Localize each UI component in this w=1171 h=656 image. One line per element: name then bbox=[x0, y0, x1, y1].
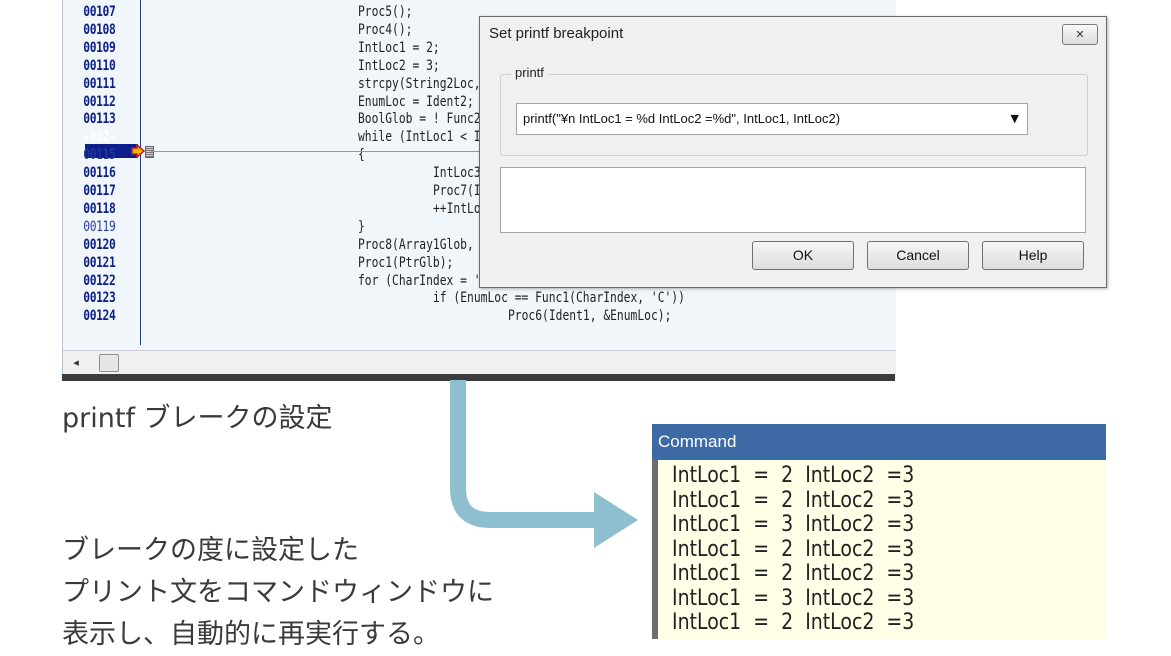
scroll-left-arrow-icon[interactable]: ◂ bbox=[73, 356, 79, 369]
code-text[interactable]: Proc6(Ident1, &EnumLoc); bbox=[507, 308, 672, 325]
line-number[interactable]: 00122 bbox=[83, 272, 116, 289]
line-number[interactable]: 00115 bbox=[83, 147, 116, 164]
code-line[interactable]: 00107 Proc5(); bbox=[63, 4, 713, 21]
code-text[interactable]: IntLoc1 = 2; bbox=[357, 39, 440, 56]
command-window-title: Command bbox=[658, 432, 737, 451]
line-number[interactable]: 00123 bbox=[83, 290, 116, 307]
command-output-line: IntLoc1 = 2 IntLoc2 =3 bbox=[672, 561, 915, 586]
printf-group-label: printf bbox=[511, 65, 548, 80]
printf-format-combobox[interactable]: printf("¥n IntLoc1 = %d IntLoc2 =%d", In… bbox=[516, 103, 1028, 135]
line-number[interactable]: 00117 bbox=[83, 183, 116, 199]
flow-arrow-icon bbox=[450, 380, 638, 548]
description-line: ブレークの度に設定した bbox=[62, 535, 359, 566]
code-text[interactable]: Proc8(Array1Glob, Ar bbox=[357, 236, 495, 253]
gutter-separator bbox=[140, 0, 141, 345]
dialog-title: Set printf breakpoint bbox=[489, 25, 624, 42]
message-area bbox=[500, 167, 1086, 233]
code-text[interactable]: IntLoc2 = 3; bbox=[357, 57, 440, 74]
code-text[interactable]: Proc4(); bbox=[357, 21, 413, 38]
command-output-line: IntLoc1 = 2 IntLoc2 =3 bbox=[672, 463, 915, 488]
line-number[interactable]: -002- bbox=[83, 129, 116, 146]
command-window-border bbox=[652, 460, 658, 639]
code-line[interactable]: 00120 Proc8(Array1Glob, Ar bbox=[63, 237, 713, 254]
execution-arrow-icon bbox=[131, 144, 145, 158]
line-number[interactable]: 00112 bbox=[83, 93, 116, 110]
code-text[interactable]: Proc5(); bbox=[357, 4, 413, 20]
code-line[interactable]: 00124 Proc6(Ident1, &EnumLoc); bbox=[63, 308, 713, 325]
line-number[interactable]: 00107 bbox=[83, 4, 116, 20]
code-line[interactable]: 00111 strcpy(String2Loc, " bbox=[63, 76, 713, 93]
code-text[interactable]: { bbox=[357, 147, 365, 164]
line-number[interactable]: 00124 bbox=[83, 308, 116, 325]
line-number[interactable]: 00108 bbox=[83, 21, 116, 38]
description-caption: ブレークの度に設定した プリント文をコマンドウィンドウに 表示し、自動的に再実行… bbox=[62, 530, 494, 656]
current-line-underline bbox=[151, 151, 546, 152]
line-number[interactable]: 00111 bbox=[83, 75, 116, 92]
close-icon[interactable]: ✕ bbox=[1062, 24, 1098, 45]
breakpoint-marker-icon[interactable] bbox=[145, 146, 154, 158]
ok-button[interactable]: OK bbox=[752, 241, 854, 270]
command-output-line: IntLoc1 = 3 IntLoc2 =3 bbox=[672, 585, 915, 611]
code-line[interactable]: 00115 { bbox=[63, 147, 713, 164]
line-number[interactable]: 00109 bbox=[83, 39, 116, 56]
current-line-number-highlight bbox=[85, 144, 138, 158]
code-line[interactable]: 00110 IntLoc2 = 3; bbox=[63, 58, 713, 75]
code-text[interactable]: BoolGlob = ! Func2(S bbox=[357, 111, 495, 128]
line-number[interactable]: 00118 bbox=[83, 200, 116, 217]
code-text[interactable]: while (IntLoc1 < Int bbox=[357, 129, 495, 146]
help-button[interactable]: Help bbox=[982, 241, 1084, 270]
chevron-down-icon[interactable]: ▼ bbox=[1010, 112, 1019, 125]
code-text[interactable]: if (EnumLoc == Func1(CharIndex, 'C')) bbox=[432, 290, 685, 307]
printf-format-value[interactable]: printf("¥n IntLoc1 = %d IntLoc2 =%d", In… bbox=[523, 111, 841, 126]
line-number[interactable]: 00116 bbox=[83, 165, 116, 182]
setting-caption: printf ブレークの設定 bbox=[62, 403, 333, 434]
code-line[interactable]: 00121 Proc1(PtrGlb); bbox=[63, 255, 713, 272]
code-line[interactable]: 00112 EnumLoc = Ident2; bbox=[63, 94, 713, 111]
line-number[interactable]: 00113 bbox=[83, 111, 116, 128]
scroll-thumb[interactable] bbox=[99, 354, 119, 372]
command-output-line: IntLoc1 = 2 IntLoc2 =3 bbox=[672, 610, 915, 635]
printf-group: printf printf("¥n IntLoc1 = %d IntLoc2 =… bbox=[500, 65, 1088, 156]
line-number[interactable]: 00110 bbox=[83, 57, 116, 74]
code-text[interactable]: Proc1(PtrGlb); bbox=[357, 254, 454, 271]
code-line[interactable]: 00108 Proc4(); bbox=[63, 22, 713, 39]
command-output-line: IntLoc1 = 2 IntLoc2 =3 bbox=[672, 487, 915, 513]
description-line: プリント文をコマンドウィンドウに bbox=[62, 577, 494, 608]
code-text[interactable]: strcpy(String2Loc, " bbox=[357, 75, 495, 92]
command-output-line: IntLoc1 = 2 IntLoc2 =3 bbox=[672, 536, 915, 562]
code-line[interactable]: 00119} bbox=[63, 219, 713, 236]
line-number[interactable]: 00121 bbox=[83, 254, 116, 271]
horizontal-scrollbar[interactable]: ◂ bbox=[63, 350, 896, 375]
editor-bottom-border bbox=[62, 374, 895, 381]
cancel-button[interactable]: Cancel bbox=[867, 241, 969, 270]
line-number[interactable]: 00119 bbox=[83, 218, 116, 235]
code-line[interactable]: 00109 IntLoc1 = 2; bbox=[63, 40, 713, 57]
command-window-titlebar[interactable]: Command bbox=[652, 424, 1106, 460]
printf-breakpoint-dialog: Set printf breakpoint ✕ printf printf("¥… bbox=[479, 16, 1107, 288]
code-text[interactable]: EnumLoc = Ident2; bbox=[357, 93, 474, 110]
command-output-line: IntLoc1 = 3 IntLoc2 =3 bbox=[672, 512, 915, 537]
code-text[interactable]: } bbox=[357, 218, 365, 235]
line-number[interactable]: 00120 bbox=[83, 236, 116, 253]
description-line: 表示し、自動的に再実行する。 bbox=[62, 619, 440, 650]
code-line[interactable]: -002- while (IntLoc1 < Int bbox=[63, 129, 713, 146]
code-line[interactable]: 00123 if (EnumLoc == Func1(CharIndex, 'C'… bbox=[63, 290, 713, 307]
